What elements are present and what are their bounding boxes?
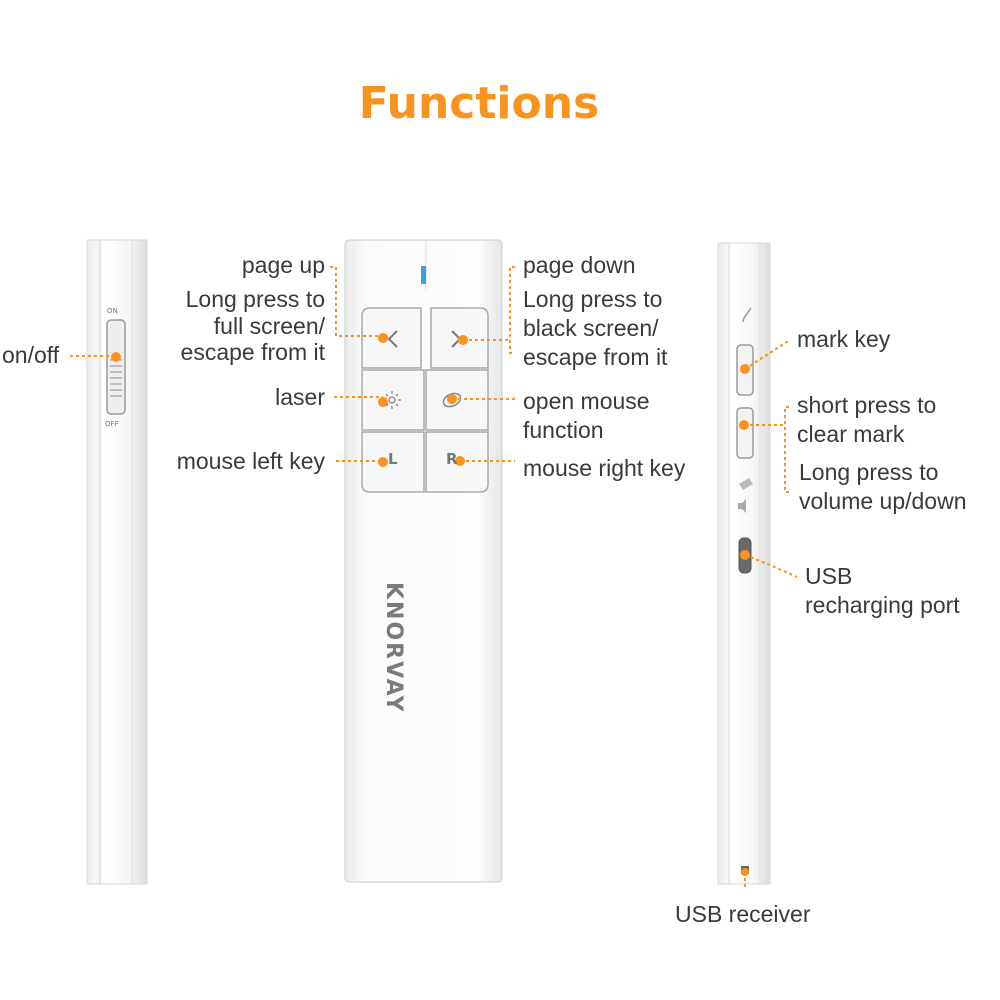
label-mark-key: mark key: [797, 326, 891, 352]
page-title: Functions: [358, 78, 600, 129]
volume-icon: [738, 499, 746, 513]
label-laser: laser: [275, 384, 325, 410]
label-mouse-right-key: mouse right key: [523, 455, 686, 481]
right-side-view: [717, 242, 771, 885]
label-open-mouse-1: open mouse: [523, 388, 650, 414]
laser-button[interactable]: [361, 369, 425, 431]
label-page-up: page up: [241, 252, 325, 278]
label-open-mouse-2: function: [523, 417, 604, 443]
pen-icon: [742, 307, 752, 323]
left-button-letter: L: [388, 450, 398, 468]
indicator-light: [421, 266, 426, 284]
left-side-view: [86, 239, 148, 885]
mouse-left-button[interactable]: [361, 431, 425, 493]
clear-mark-key[interactable]: [736, 407, 754, 459]
brand-logo: KNORVAY: [381, 582, 406, 714]
callout-lines: [70, 266, 798, 888]
label-clear-mark-2: clear mark: [797, 421, 905, 447]
label-usb-port-2: recharging port: [805, 592, 960, 618]
switch-on-label: ON: [107, 307, 118, 315]
label-volume-2: volume up/down: [799, 488, 967, 514]
label-mouse-left-key: mouse left key: [176, 448, 325, 474]
label-full-screen-2: full screen/: [213, 313, 325, 339]
power-switch[interactable]: [106, 319, 126, 415]
label-on-off: on/off: [2, 342, 60, 368]
right-button-letter: R: [446, 450, 458, 468]
label-usb-port-1: USB: [805, 563, 853, 589]
label-full-screen-3: escape from it: [180, 339, 325, 365]
label-page-down: page down: [523, 252, 636, 278]
page-up-button[interactable]: [361, 307, 422, 369]
front-view: [344, 239, 503, 883]
label-black-screen-1: Long press to: [523, 286, 663, 312]
label-usb-receiver: USB receiver: [675, 901, 811, 927]
keypad: [361, 307, 489, 493]
callout-dots: [111, 333, 750, 876]
label-volume-1: Long press to: [799, 459, 939, 485]
label-black-screen-2: black screen/: [523, 315, 659, 341]
label-clear-mark-1: short press to: [797, 392, 937, 418]
eraser-icon: [739, 478, 753, 490]
label-black-screen-3: escape from it: [523, 344, 668, 370]
switch-off-label: OFF: [105, 420, 119, 428]
chevron-left-icon: [387, 330, 398, 348]
label-full-screen-1: Long press to: [185, 286, 325, 312]
